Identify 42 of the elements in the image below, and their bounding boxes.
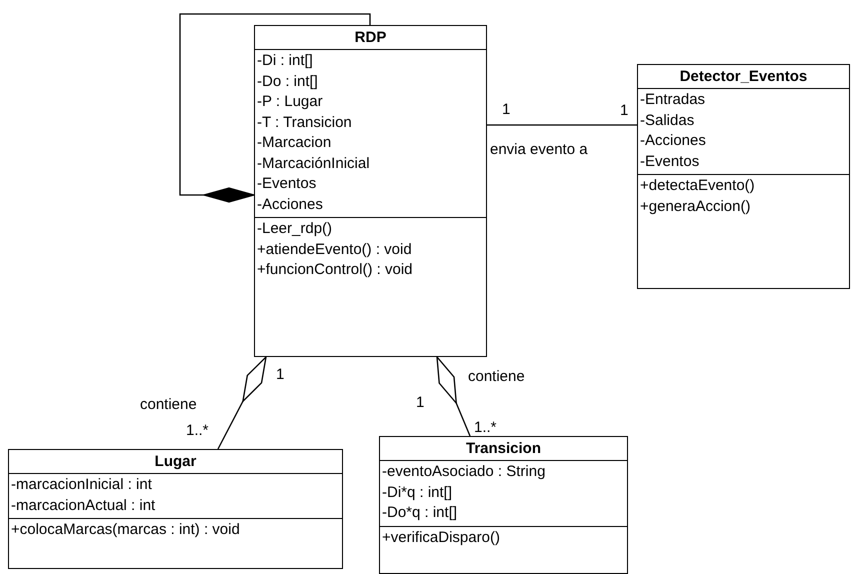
attribute-text: -T : Transicion (256, 112, 352, 132)
association-line (217, 356, 267, 450)
association-line (436, 356, 471, 436)
attribute-text: -Di*q : int[] (381, 482, 452, 502)
class-box (379, 436, 628, 574)
multiplicity-label: 1 (502, 101, 510, 118)
attribute-text: -Entradas (639, 90, 706, 110)
method-text: -Leer_rdp() (256, 219, 332, 239)
attribute-text: -Eventos (639, 152, 700, 172)
class-name: Lugar (9, 450, 342, 474)
attribute-text: -Di : int[] (256, 51, 313, 71)
attribute-text: -Acciones (639, 131, 706, 151)
attribute-text: -P : Lugar (256, 92, 323, 112)
method-text: +atiendeEvento() : void (256, 240, 412, 260)
class-box (254, 25, 487, 357)
method-text: +detectaEvento() (639, 176, 755, 196)
attribute-text: -Do*q : int[] (381, 503, 458, 523)
attribute-text: -Eventos (256, 174, 316, 194)
attribute-text: -Salidas (639, 110, 694, 130)
multiplicity-label: 1 (620, 102, 628, 119)
attribute-text: -MarcaciónInicial (256, 154, 370, 174)
class-name: RDP (255, 26, 486, 50)
attribute-text: -Acciones (256, 194, 323, 214)
association-line (487, 124, 637, 126)
attribute-text: -marcacionInicial : int (10, 475, 152, 495)
method-text: +verificaDisparo() (381, 528, 500, 548)
attribute-text: -Marcacion (256, 133, 332, 153)
attribute-text: -eventoAsociado : String (381, 462, 546, 482)
attribute-text: -marcacionActual : int (10, 496, 156, 516)
multiplicity-label: 1 (276, 366, 284, 383)
multiplicity-label: 1..* (474, 419, 497, 436)
class-box (637, 64, 850, 289)
method-text: +funcionControl() : void (256, 260, 412, 280)
self-association-line (179, 13, 371, 203)
method-text: +colocaMarcas(marcas : int) : void (10, 520, 240, 540)
class-name: Transicion (380, 437, 627, 461)
method-text: +generaAccion() (639, 196, 750, 216)
attribute-text: -Do : int[] (256, 72, 318, 92)
class-name: Detector_Eventos (638, 65, 849, 89)
class-box (8, 449, 343, 569)
multiplicity-label: 1..* (186, 422, 209, 439)
multiplicity-label: 1 (416, 394, 424, 411)
